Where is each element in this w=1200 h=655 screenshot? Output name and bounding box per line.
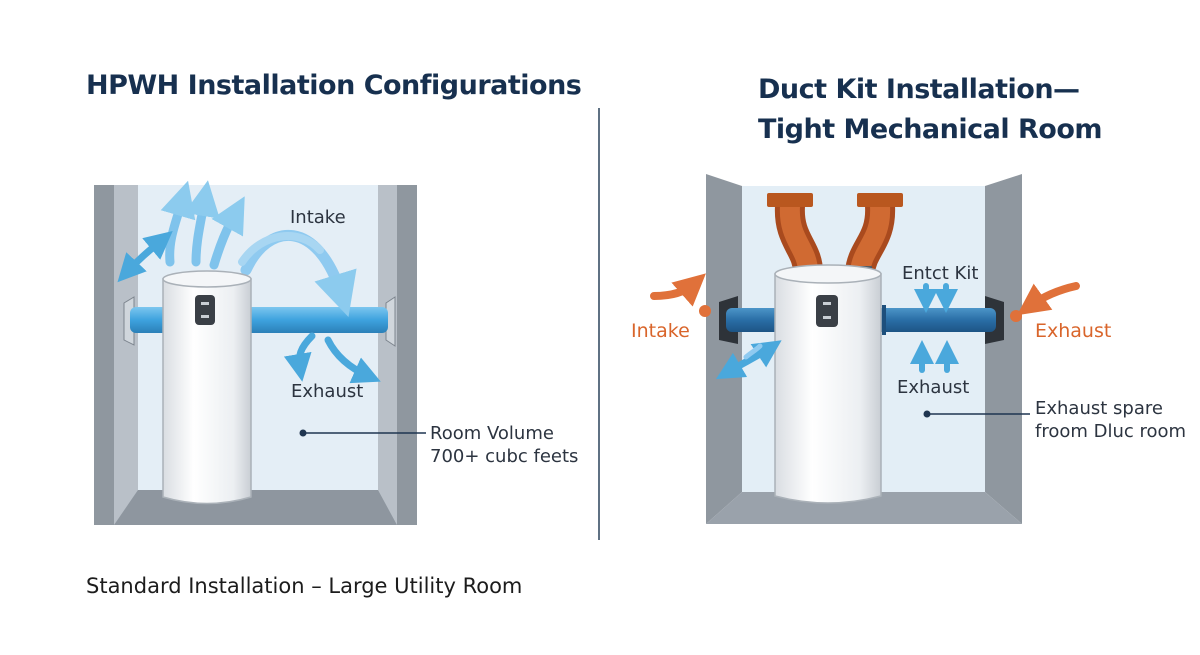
right-title-line-1: Duct Kit Installation—: [758, 74, 1080, 105]
left-room: [94, 185, 417, 525]
room-volume-label: Room Volume: [430, 423, 554, 444]
right-room-note-callout: Exhaust spare froom Dluc room: [923, 398, 1186, 442]
left-intake-airflow: [117, 180, 357, 318]
right-room-floor: [706, 492, 1022, 524]
right-panel-title: Duct Kit Installation— Tight Mechanical …: [758, 70, 1103, 150]
left-exhaust-label: Exhaust: [291, 381, 363, 402]
right-exhaust-side-label: Exhaust: [1035, 320, 1111, 342]
duct-kit-label: Entct Kit: [902, 263, 978, 284]
right-room-left-wall: [706, 174, 742, 524]
room-volume-value: 700+ cubc feets: [430, 446, 578, 467]
left-intake-label: Intake: [290, 207, 346, 228]
right-wall: [397, 185, 417, 525]
panel-divider: [598, 108, 600, 540]
right-exhaust-airflow: [910, 282, 1080, 373]
left-panel-caption: Standard Installation – Large Utility Ro…: [86, 574, 523, 598]
right-control-panel: [816, 295, 838, 327]
room-note-line-2: froom Dluc room: [1035, 421, 1186, 442]
left-exhaust-airflow: [283, 332, 381, 384]
right-water-heater: [774, 264, 882, 504]
left-control-panel: [195, 295, 215, 325]
right-exhaust-center-label: Exhaust: [897, 377, 969, 398]
left-water-heater: [162, 270, 252, 505]
right-title-line-2: Tight Mechanical Room: [758, 114, 1103, 145]
right-room-right-wall: [985, 174, 1022, 524]
left-room-volume-callout: Room Volume 700+ cubc feets: [299, 423, 578, 467]
left-room-floor: [114, 490, 397, 525]
room-note-line-1: Exhaust spare: [1035, 398, 1163, 419]
left-wall: [94, 185, 114, 525]
right-intake-label: Intake: [631, 320, 690, 342]
left-panel-title: HPWH Installation Configurations: [86, 70, 582, 101]
right-intake-airflow: [650, 273, 782, 380]
